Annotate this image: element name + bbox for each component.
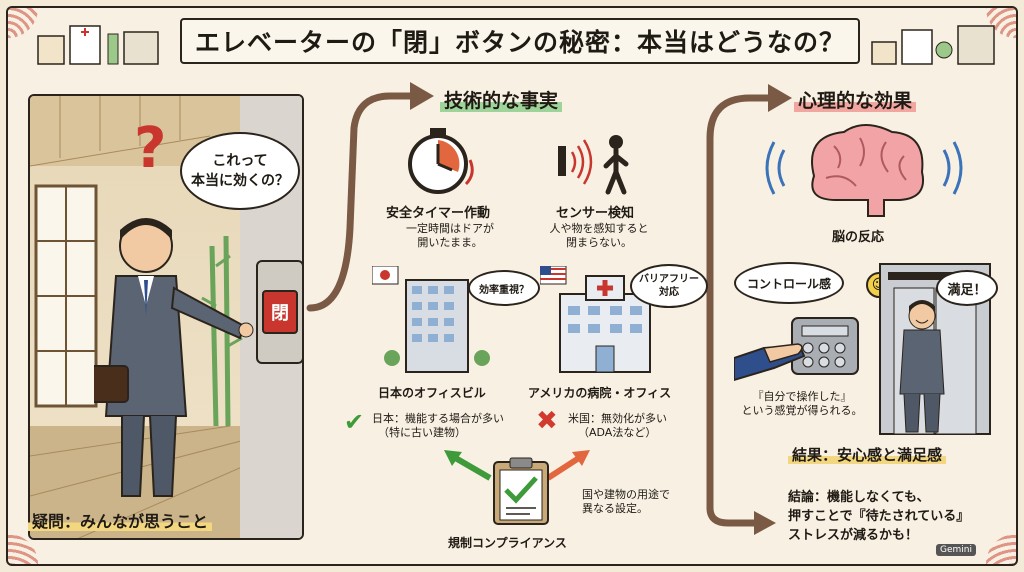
regulation-desc: 国や建物の用途で 異なる設定。 bbox=[582, 488, 670, 516]
cross-mark-icon: ✖ bbox=[536, 406, 558, 436]
stopwatch-icon bbox=[408, 128, 474, 194]
result-caption: 結果：安心感と満足感 bbox=[788, 444, 947, 465]
timer-desc: 一定時間はドアが 開いたまま。 bbox=[380, 222, 520, 250]
thought-line-2: 本当に効くの？ bbox=[191, 173, 289, 189]
regulation-clipboard-icon bbox=[444, 450, 590, 525]
hand-pressing-button-icon bbox=[734, 317, 859, 382]
infographic-frame: エレベーターの「閉」ボタンの秘密：本当はどうなの？ ? bbox=[6, 6, 1018, 566]
regulation-label: 規制コンプライアンス bbox=[448, 536, 567, 550]
conclusion-line-3: ストレスが減るかも！ bbox=[788, 528, 919, 543]
timer-title: 安全タイマー作動 bbox=[386, 206, 491, 221]
control-bubble: コントロール感 bbox=[734, 262, 844, 304]
usa-hospital-building bbox=[540, 266, 651, 373]
question-mark-icon: ? bbox=[134, 116, 167, 181]
japan-desc-line-2: （特に古い建物） bbox=[378, 426, 466, 439]
timer-desc-line-2: 開いたまま。 bbox=[417, 236, 483, 249]
satisfied-bubble: 満足！ bbox=[936, 270, 998, 306]
question-caption: 疑問：みんなが思うこと bbox=[28, 508, 213, 532]
usa-desc-line-1: 米国：無効化が多い bbox=[568, 412, 667, 425]
japan-office-building bbox=[372, 266, 490, 373]
press-desc-line-2: という感覚が得られる。 bbox=[741, 404, 863, 417]
japan-label: 日本のオフィスビル bbox=[378, 386, 486, 400]
businessman-figure bbox=[94, 218, 254, 497]
wave-pattern-bottom-right bbox=[986, 534, 1016, 564]
usa-bubble-line-1: バリアフリー bbox=[639, 274, 699, 285]
sensor-desc: 人や物を感知すると 閉まらない。 bbox=[534, 222, 664, 250]
sensor-desc-line-2: 閉まらない。 bbox=[566, 236, 632, 249]
japan-desc-line-1: 日本：機能する場合が多い bbox=[372, 412, 504, 425]
sensor-person-icon bbox=[558, 135, 629, 195]
sensor-desc-line-1: 人や物を感知すると bbox=[549, 222, 649, 235]
usa-desc-line-2: （ADA法など） bbox=[578, 426, 657, 439]
regulation-desc-line-1: 国や建物の用途で bbox=[582, 488, 670, 501]
regulation-desc-line-2: 異なる設定。 bbox=[582, 502, 648, 515]
press-desc: 『自分で操作した』 という感覚が得られる。 bbox=[732, 390, 872, 418]
arrow-to-psych bbox=[706, 84, 792, 535]
conclusion-text: 結論：機能しなくても、 押すことで『待たされている』 ストレスが減るかも！ bbox=[788, 488, 969, 545]
conclusion-line-1: 結論：機能しなくても、 bbox=[788, 490, 930, 505]
city-skyline-right bbox=[871, 25, 995, 65]
japan-bubble: 効率重視？ bbox=[468, 270, 540, 306]
conclusion-line-2: 押すことで『待たされている』 bbox=[788, 509, 970, 524]
thought-line-1: これって bbox=[212, 153, 268, 169]
question-caption-text: 疑問：みんなが思うこと bbox=[28, 512, 213, 531]
result-text: 結果：安心感と満足感 bbox=[788, 446, 947, 464]
watermark-logo: Gemini bbox=[936, 544, 976, 556]
page-title: エレベーターの「閉」ボタンの秘密：本当はどうなの？ bbox=[180, 18, 860, 64]
brain-icon bbox=[765, 124, 963, 217]
sensor-title: センサー検知 bbox=[556, 206, 635, 221]
thought-bubble: これって 本当に効くの？ bbox=[180, 132, 300, 210]
technical-heading-text: 技術的な事実 bbox=[440, 90, 563, 112]
city-skyline-left bbox=[37, 25, 159, 65]
close-door-button: 閉 bbox=[262, 290, 298, 334]
arrow-to-technical bbox=[306, 82, 434, 312]
psych-heading-text: 心理的な効果 bbox=[794, 90, 917, 112]
usa-desc: 米国：無効化が多い （ADA法など） bbox=[568, 412, 667, 440]
usa-bubble-line-2: 対応 bbox=[659, 287, 679, 298]
timer-desc-line-1: 一定時間はドアが bbox=[406, 222, 494, 235]
question-scene: ? 閉 これって 本当に効くの？ bbox=[28, 94, 304, 540]
technical-heading: 技術的な事実 bbox=[440, 86, 563, 113]
usa-bubble: バリアフリー 対応 bbox=[630, 264, 708, 308]
check-mark-icon: ✔ bbox=[344, 408, 365, 436]
usa-label: アメリカの病院・オフィス bbox=[528, 386, 672, 400]
japan-desc: 日本：機能する場合が多い （特に古い建物） bbox=[372, 412, 504, 440]
press-desc-line-1: 『自分で操作した』 bbox=[752, 390, 852, 403]
psych-heading: 心理的な効果 bbox=[794, 86, 917, 113]
brain-label: 脳の反応 bbox=[832, 230, 885, 245]
